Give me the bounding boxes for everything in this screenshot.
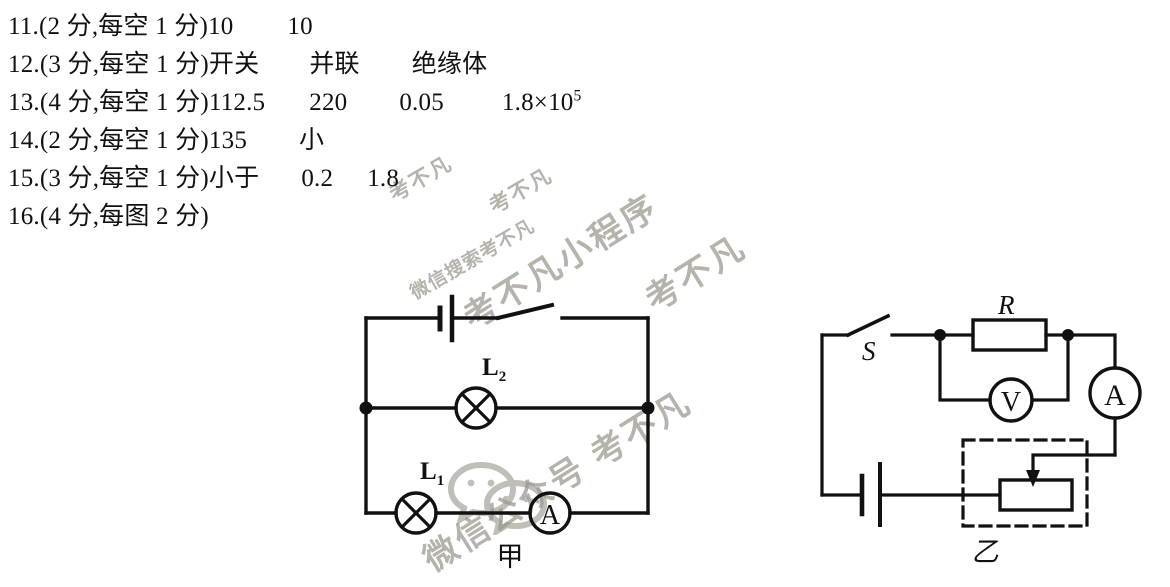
junction-dot-left — [359, 401, 373, 415]
answer-value-13-2: 220 — [309, 89, 348, 116]
answer-score-note-12: (3 分,每空 1 分) — [39, 51, 209, 78]
answer-number-11: 11. — [8, 13, 39, 40]
answer-value-12-2: 并联 — [309, 51, 360, 78]
answer-score-note-11: (2 分,每空 1 分) — [38, 13, 208, 40]
answer-score-note-16: (4 分,每图 2 分) — [39, 203, 209, 230]
lamp-l2-label: L2 — [482, 354, 506, 386]
answer-number-15: 15. — [8, 165, 40, 192]
wire-wiper-feed — [1031, 453, 1117, 478]
resistor-label-r: R — [998, 290, 1015, 320]
answer-value-15-3: 1.8 — [367, 165, 400, 192]
figure-label-yi: 乙 — [971, 537, 999, 567]
rheostat-wiper-arrow — [1026, 470, 1040, 487]
answer-value-11-1: 10 — [208, 13, 234, 40]
circuit-yi-svg: V A — [820, 313, 1142, 528]
answer-row-15: 15.(3 分,每空 1 分)小于 0.2 1.8 — [8, 160, 1008, 198]
circuit-diagram-yi: V A S R 乙 — [800, 290, 1170, 587]
switch-blade — [495, 302, 555, 321]
rheostat-body — [998, 478, 1074, 512]
figure-label-jia: 甲 — [496, 542, 524, 572]
lamp-l1-cross-b — [399, 496, 433, 530]
answer-value-13-1: 112.5 — [208, 89, 266, 116]
answer-value-15-2: 0.2 — [301, 165, 334, 192]
lamp-l2-subscript: 2 — [498, 369, 507, 385]
circuit-diagram-jia: A L2 L1 甲 — [330, 292, 690, 587]
answer-value-12-3: 绝缘体 — [411, 51, 488, 78]
answer-value-14-2: 小 — [299, 127, 325, 154]
ammeter-label-jia: A — [540, 500, 561, 531]
voltmeter-circle — [988, 377, 1034, 423]
answer-value-12-1: 开关 — [208, 51, 260, 78]
answer-row-13: 13.(4 分,每空 1 分)112.5 220 0.05 1.8×105 — [8, 84, 1008, 122]
answer-value-14-1: 135 — [208, 127, 248, 154]
circuit-jia-svg: A — [359, 294, 655, 535]
lamp-l2-cross-b — [459, 391, 493, 425]
answer-number-14: 14. — [8, 127, 40, 154]
resistor-r-body — [971, 318, 1048, 352]
lamp-l2-circle — [454, 386, 498, 430]
lamp-l1-subscript: 1 — [436, 473, 445, 489]
wire-voltmeter-right — [1030, 333, 1070, 402]
junction-dot-resistor-right — [1062, 329, 1074, 341]
answer-value-11-2: 10 — [287, 13, 313, 40]
answer-value-15-1: 小于 — [208, 165, 260, 192]
lamp-l1-letter: L — [420, 458, 437, 485]
answer-value-13-4: 1.8×10 — [501, 89, 574, 116]
answer-score-note-14: (2 分,每空 1 分) — [39, 127, 209, 154]
answer-row-16: 16.(4 分,每图 2 分) — [8, 198, 1008, 236]
rheostat-dashed-box — [961, 438, 1089, 528]
answer-score-note-15: (3 分,每空 1 分) — [39, 165, 209, 192]
lamp-l2-letter: L — [482, 354, 499, 381]
wire-node-to-ammeter — [1066, 333, 1117, 368]
junction-dot-resistor-left — [934, 329, 946, 341]
answer-row-12: 12.(3 分,每空 1 分)开关 并联 绝缘体 — [8, 46, 1008, 84]
wire-voltmeter-left — [938, 333, 992, 402]
switch-label-s: S — [862, 336, 876, 366]
switch-blade-yi — [845, 313, 891, 338]
junction-dot-right — [641, 401, 655, 415]
voltmeter-label: V — [1001, 387, 1021, 418]
lamp-l1-circle — [394, 491, 438, 535]
answer-number-12: 12. — [8, 51, 40, 78]
lamp-l1-label: L1 — [420, 458, 444, 490]
answer-score-note-13: (4 分,每空 1 分) — [39, 89, 209, 116]
ammeter-label-yi: A — [1104, 379, 1126, 412]
answer-value-13-4-exponent: 5 — [573, 87, 582, 105]
answer-row-14: 14.(2 分,每空 1 分)135 小 — [8, 122, 1008, 160]
answer-value-13-3: 0.05 — [399, 89, 444, 116]
answer-number-16: 16. — [8, 203, 40, 230]
answer-number-13: 13. — [8, 89, 40, 116]
